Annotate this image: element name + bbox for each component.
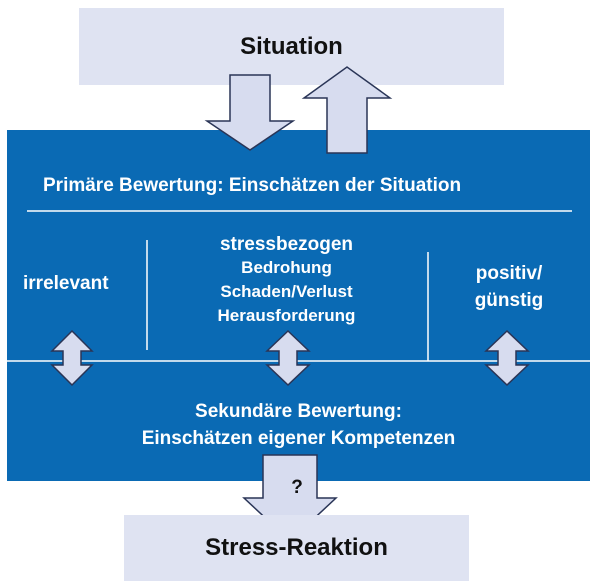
panel-dividers xyxy=(7,210,590,362)
positive-line-2: günstig xyxy=(474,290,544,311)
positive-label: positiv/ günstig xyxy=(428,260,590,314)
stress-item-threat: Bedrohung xyxy=(241,258,332,277)
positive-line-1: positiv/ xyxy=(475,263,543,284)
situation-box: Situation xyxy=(79,8,504,85)
double-arrow-middle-icon xyxy=(265,329,311,387)
stress-item-challenge: Herausforderung xyxy=(217,306,356,325)
question-mark: ? xyxy=(291,477,303,498)
stress-related-heading: stressbezogen xyxy=(219,234,354,255)
stress-item-damage-loss: Schaden/Verlust xyxy=(220,282,353,301)
secondary-appraisal-title: Sekundäre Bewertung: Einschätzen eigener… xyxy=(7,398,590,452)
stress-reaction-box: Stress-Reaktion xyxy=(124,515,469,581)
stress-reaction-label: Stress-Reaktion xyxy=(205,534,388,561)
up-arrow-icon xyxy=(301,66,393,154)
double-arrow-right-icon xyxy=(484,329,530,387)
secondary-title-line-1: Sekundäre Bewertung: xyxy=(195,401,402,422)
primary-appraisal-title: Primäre Bewertung: Einschätzen der Situa… xyxy=(43,175,462,196)
appraisal-panel: Primäre Bewertung: Einschätzen der Situa… xyxy=(7,130,590,481)
double-arrow-left-icon xyxy=(50,329,94,387)
irrelevant-label: irrelevant xyxy=(23,273,109,294)
stress-related-group: stressbezogen Bedrohung Schaden/Verlust … xyxy=(147,233,426,328)
situation-label: Situation xyxy=(240,32,343,60)
secondary-title-line-2: Einschätzen eigener Kompetenzen xyxy=(141,428,456,449)
down-arrow-icon xyxy=(204,74,296,151)
